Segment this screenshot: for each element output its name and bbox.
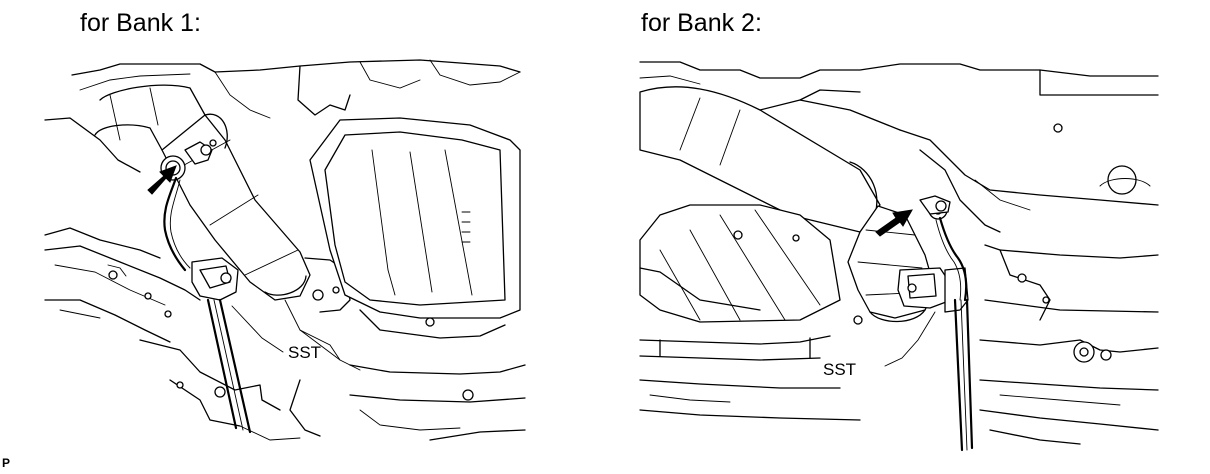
- panel-title-bank-2: for Bank 2:: [641, 9, 762, 37]
- sst-callout-label: SST: [288, 343, 321, 362]
- panel-title-bank-1: for Bank 1:: [80, 9, 201, 37]
- arrow-icon: [875, 209, 913, 237]
- sst-callout-label: SST: [823, 360, 856, 379]
- arrow-icon: [147, 165, 177, 195]
- figure-code: P: [2, 456, 11, 470]
- bank-1-illustration: SST: [44, 59, 526, 441]
